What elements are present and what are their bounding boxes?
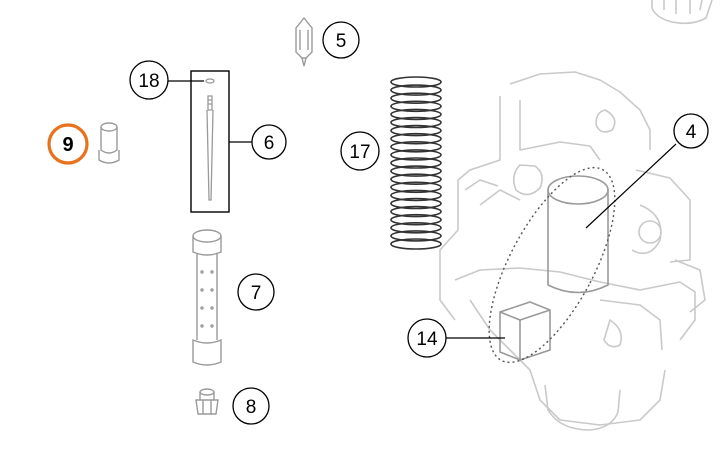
spring-coil (390, 149, 442, 161)
callout-7: 7 (237, 273, 275, 311)
spring-coil (390, 189, 442, 202)
spring-coil (390, 84, 442, 96)
svg-text:17: 17 (349, 142, 370, 163)
callout-4: 4 (673, 113, 709, 149)
callout-18: 18 (129, 60, 169, 100)
svg-text:8: 8 (246, 397, 257, 418)
part-17-spring (390, 76, 442, 250)
spring-coil (390, 132, 442, 145)
part-5-float-needle (295, 16, 313, 67)
spring-coil (390, 141, 442, 153)
assembly-dotted-ellipse (488, 166, 616, 364)
spring-coil (390, 197, 442, 210)
callout-9-highlighted[interactable]: 9 (47, 123, 89, 165)
callout-5: 5 (322, 21, 360, 59)
spring-coil (390, 92, 442, 104)
part-6-needle-box (190, 70, 230, 213)
spring-coil (390, 181, 442, 194)
spring-coil (390, 213, 442, 226)
leader-lines (168, 80, 677, 339)
callout-8: 8 (232, 387, 270, 425)
spring-coil (390, 100, 442, 113)
carburetor-body (439, 0, 713, 431)
svg-text:5: 5 (336, 31, 347, 52)
svg-text:9: 9 (62, 134, 73, 156)
spring-coil (390, 108, 442, 121)
callout-6: 6 (251, 124, 287, 160)
part-6-needle (205, 78, 215, 201)
spring-coil (390, 76, 442, 88)
throttle-slide (547, 175, 609, 294)
part-14-block (499, 301, 551, 361)
svg-text:4: 4 (686, 122, 697, 143)
callout-14: 14 (407, 318, 447, 358)
part-7-tube (192, 229, 222, 366)
part-9-jet (98, 122, 120, 164)
svg-text:18: 18 (138, 71, 159, 92)
spring-coil (390, 116, 442, 129)
spring-coil (390, 165, 442, 177)
spring-coil (390, 124, 442, 137)
spring-coil (390, 173, 442, 185)
spring-coil (390, 230, 442, 242)
svg-text:7: 7 (251, 283, 262, 304)
spring-coil (390, 205, 442, 218)
spring-coil (390, 157, 442, 169)
svg-text:14: 14 (416, 329, 438, 350)
spring-coil (390, 222, 442, 234)
callout-17: 17 (340, 131, 380, 171)
spring-coil (390, 238, 442, 250)
svg-text:6: 6 (264, 133, 275, 154)
part-8-main-jet (195, 388, 219, 415)
